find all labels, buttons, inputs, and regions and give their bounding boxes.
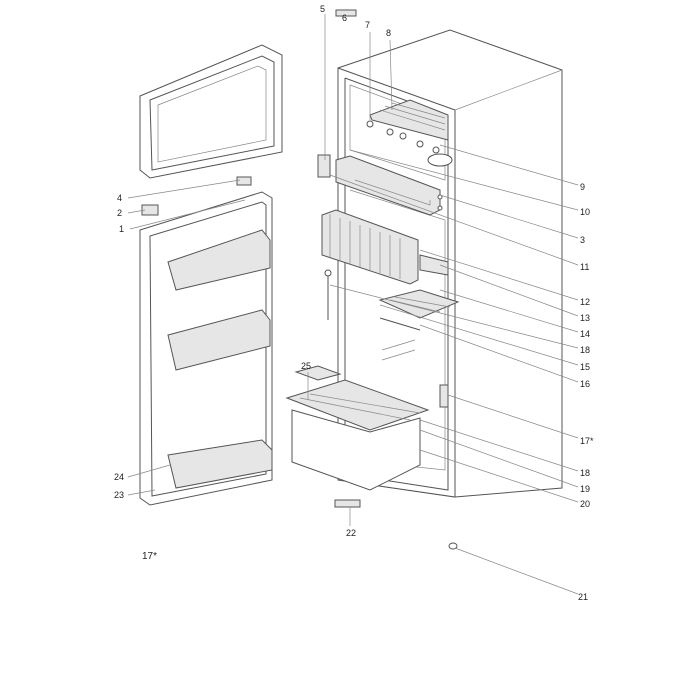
label-6: 6	[342, 13, 347, 23]
label-1: 1	[119, 224, 124, 234]
freezer-door	[139, 44, 283, 179]
label-plate	[439, 384, 449, 408]
label-16: 16	[580, 379, 590, 389]
hinge-bottom	[334, 499, 361, 508]
control-panel	[317, 154, 443, 216]
label-17: 17*	[580, 436, 594, 446]
label-8: 8	[386, 28, 391, 38]
label-9: 9	[580, 182, 585, 192]
footnote-17: 17*	[142, 551, 157, 562]
leader-lines	[127, 14, 579, 595]
label-22: 22	[346, 528, 356, 538]
part-4	[236, 176, 252, 186]
freezer-evaporator	[366, 99, 453, 167]
label-20: 20	[580, 499, 590, 509]
label-10: 10	[580, 207, 590, 217]
label-18b: 18	[580, 468, 590, 478]
part-6	[335, 9, 357, 17]
fridge-door	[139, 191, 273, 506]
label-4: 4	[117, 193, 122, 203]
label-18: 18	[580, 345, 590, 355]
label-12: 12	[580, 297, 590, 307]
label-14: 14	[580, 329, 590, 339]
foot	[448, 542, 458, 550]
label-15: 15	[580, 362, 590, 372]
label-5: 5	[320, 4, 325, 14]
label-24: 24	[114, 472, 124, 482]
shelves	[324, 254, 460, 361]
part-2	[141, 204, 159, 216]
hinge-top	[317, 154, 331, 178]
label-11: 11	[580, 262, 589, 272]
label-19: 19	[580, 484, 590, 494]
crisper-drawer	[285, 365, 430, 491]
label-21: 21	[578, 592, 588, 602]
label-25: 25	[301, 361, 311, 371]
part-labels: 5 6 7 8 9 10 3 11 12 13 14 18 15 16 17* …	[114, 4, 594, 602]
label-23: 23	[114, 490, 124, 500]
label-13: 13	[580, 313, 590, 323]
label-7: 7	[365, 20, 370, 30]
label-3: 3	[580, 235, 585, 245]
cooling-fins	[321, 209, 419, 285]
label-2: 2	[117, 208, 122, 218]
